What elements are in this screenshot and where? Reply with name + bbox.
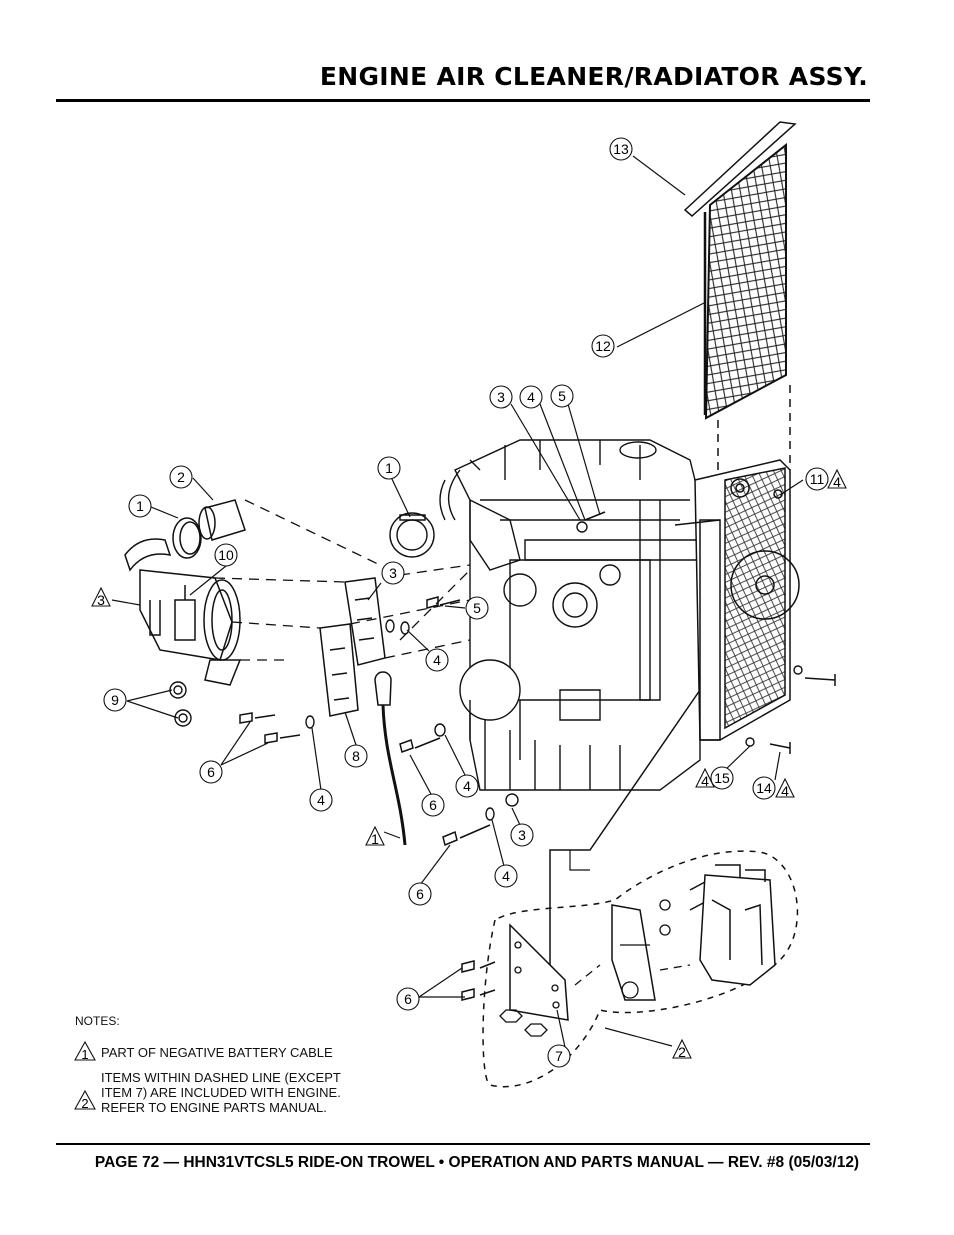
bolts — [239, 511, 836, 1001]
footer-rule — [56, 1143, 870, 1145]
callout-label: 4 — [527, 389, 535, 405]
note-flag-1: 1 — [365, 825, 385, 847]
callout-label: 5 — [473, 600, 481, 616]
coolant-tank — [699, 864, 776, 986]
callout-4e: 4 — [494, 864, 518, 888]
note-symbol-label: 1 — [81, 1047, 88, 1061]
callout-4a: 4 — [519, 385, 543, 409]
hose — [198, 499, 246, 541]
callout-label: 3 — [497, 389, 505, 405]
callout-label: 2 — [177, 469, 185, 485]
callout-label: 9 — [111, 692, 119, 708]
callout-9: 9 — [103, 688, 127, 712]
callout-label: 6 — [404, 991, 412, 1007]
screen-strip — [683, 121, 797, 217]
callout-4d: 4 — [455, 774, 479, 798]
note-flag-label: 4 — [781, 783, 789, 799]
callout-4c: 4 — [309, 788, 333, 812]
diagram-artwork — [124, 121, 836, 1088]
callout-2: 2 — [169, 465, 193, 489]
engine-included-outline — [482, 850, 799, 1088]
callout-label: 6 — [207, 764, 215, 780]
cable-lug — [374, 671, 392, 706]
callout-label: 12 — [595, 338, 611, 354]
callout-6b: 6 — [421, 793, 445, 817]
callout-label: 1 — [385, 460, 393, 476]
callout-label: 4 — [317, 792, 325, 808]
page-title: ENGINE AIR CLEANER/RADIATOR ASSY. — [319, 62, 868, 91]
callout-3a: 3 — [489, 385, 513, 409]
note-flag-15: 4 — [695, 767, 715, 789]
callout-1a: 1 — [128, 494, 152, 518]
note-1-text: PART OF NEGATIVE BATTERY CABLE — [101, 1045, 333, 1060]
radiator-screen — [703, 142, 787, 420]
note-flag-label: 4 — [701, 773, 709, 789]
callout-7: 7 — [547, 1044, 571, 1068]
note-flag-11: 4 — [827, 468, 847, 490]
washers — [305, 521, 803, 821]
callout-6d: 6 — [396, 987, 420, 1011]
callout-6c: 6 — [408, 882, 432, 906]
callout-label: 10 — [218, 547, 234, 563]
page-footer: PAGE 72 — HHN31VTCSL5 RIDE-ON TROWEL • O… — [94, 1154, 860, 1171]
callout-5a: 5 — [550, 384, 574, 408]
note-flag-label: 1 — [371, 831, 379, 847]
engine-block — [454, 439, 711, 791]
note-flag-label: 2 — [678, 1044, 686, 1060]
callout-label: 8 — [352, 748, 360, 764]
air-intake — [389, 469, 521, 571]
callout-label: 4 — [463, 778, 471, 794]
callout-14: 14 — [752, 776, 776, 800]
callouts: 1 2 10 1 3 4 5 12 13 3 5 4 9 6 8 4 6 4 3… — [103, 137, 829, 1068]
hose-clamp — [172, 517, 202, 559]
callout-label: 13 — [613, 141, 629, 157]
callout-label: 15 — [714, 770, 730, 786]
callout-label: 5 — [558, 388, 566, 404]
note-symbol-label: 2 — [81, 1096, 88, 1110]
note-flags: 3 1 4 4 4 2 — [91, 468, 847, 1060]
battery-cable — [381, 704, 407, 846]
callout-3b: 3 — [381, 561, 405, 585]
callout-leaders — [111, 155, 804, 1048]
note-flag-3: 3 — [91, 586, 111, 608]
bracket-8 — [319, 623, 359, 717]
callout-label: 11 — [810, 471, 825, 487]
callout-label: 4 — [502, 868, 510, 884]
callout-label: 1 — [136, 498, 144, 514]
callout-11: 11 — [805, 467, 829, 491]
callout-1b: 1 — [377, 456, 401, 480]
callout-12: 12 — [591, 334, 615, 358]
tank-mount-bracket — [611, 904, 656, 1001]
callout-6a: 6 — [199, 760, 223, 784]
note-flag-14: 4 — [775, 777, 795, 799]
notes-heading: NOTES: — [75, 1014, 120, 1028]
tank-bracket-plate — [509, 923, 569, 1021]
callout-15: 15 — [710, 766, 734, 790]
callout-label: 14 — [756, 780, 772, 796]
callout-label: 4 — [433, 652, 441, 668]
callout-3c: 3 — [510, 823, 534, 847]
radiator-assy — [674, 459, 800, 741]
note-flag-label: 4 — [833, 474, 841, 490]
callout-10: 10 — [214, 543, 238, 567]
callout-4b: 4 — [425, 648, 449, 672]
callout-5b: 5 — [465, 596, 489, 620]
callout-13: 13 — [609, 137, 633, 161]
nuts — [169, 681, 192, 727]
callout-label: 3 — [389, 565, 397, 581]
callout-label: 7 — [555, 1048, 563, 1064]
callout-label: 6 — [429, 797, 437, 813]
note-flag-label: 3 — [97, 592, 105, 608]
note-1-symbol: 1 — [74, 1041, 96, 1061]
callout-8: 8 — [344, 744, 368, 768]
note-2-symbol: 2 — [74, 1090, 96, 1110]
note-flag-2: 2 — [672, 1038, 692, 1060]
callout-label: 6 — [416, 886, 424, 902]
callout-label: 3 — [518, 827, 526, 843]
note-2-text: ITEMS WITHIN DASHED LINE (EXCEPT ITEM 7)… — [101, 1070, 341, 1115]
header-rule — [56, 99, 870, 102]
